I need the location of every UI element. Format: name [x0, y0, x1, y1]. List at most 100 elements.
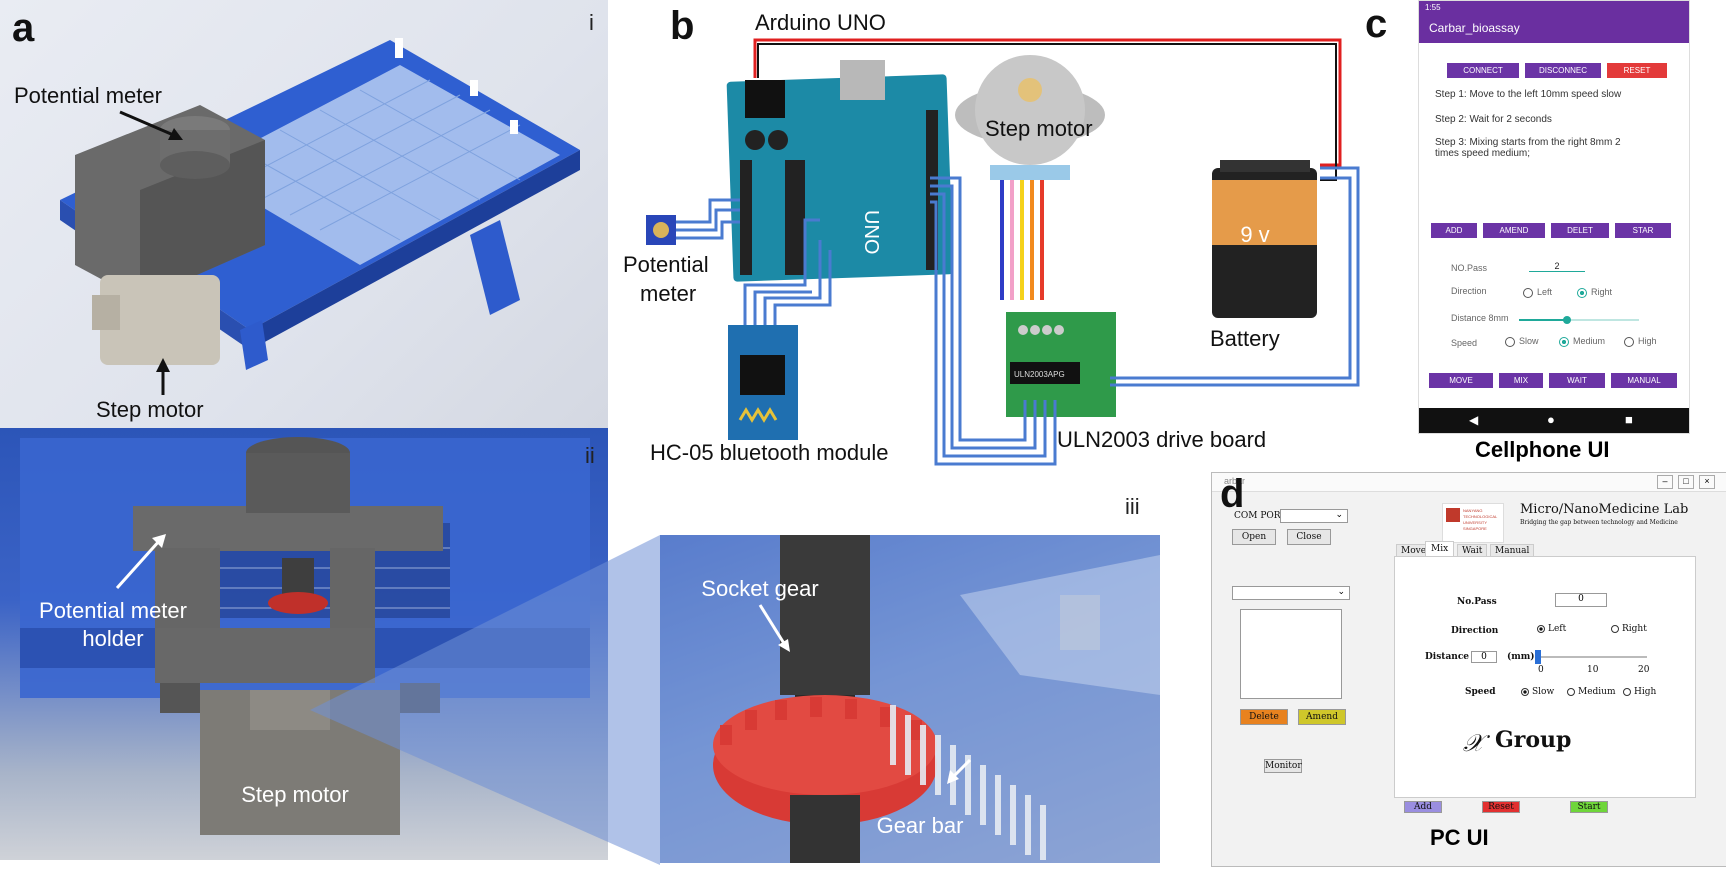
radio-selected-icon	[1537, 624, 1545, 633]
subpanel-label-i: i	[589, 10, 594, 35]
label-arduino-uno: Arduino UNO	[755, 10, 886, 35]
distance-slider[interactable]	[1519, 316, 1639, 324]
label-uln2003-board: ULN2003 drive board	[1057, 427, 1267, 452]
lab-subtitle: Bridging the gap between technology and …	[1520, 519, 1678, 526]
lab-title: Micro/NanoMedicine Lab	[1520, 502, 1689, 517]
step-item-1[interactable]: Step 1: Move to the left 10mm speed slow	[1435, 89, 1622, 100]
add-button[interactable]: ADD	[1431, 223, 1477, 238]
direction-right-radio[interactable]: Right	[1577, 287, 1612, 298]
subpanel-label-iii: iii	[1125, 494, 1140, 519]
wait-button[interactable]: WAIT	[1549, 373, 1605, 388]
distance-label: Distance 8mm	[1451, 313, 1509, 323]
radio-icon	[1611, 624, 1619, 633]
back-icon[interactable]: ◀	[1469, 413, 1479, 427]
window-titlebar: arbar – □ ×	[1212, 473, 1726, 492]
direction-left-radio[interactable]: Left	[1523, 287, 1552, 298]
home-icon[interactable]: ●	[1547, 412, 1555, 427]
svg-text:UNO: UNO	[860, 210, 882, 254]
tab-mix[interactable]: Mix	[1425, 541, 1455, 556]
open-button[interactable]: Open	[1232, 529, 1276, 545]
label-potential-meter: Potential meter	[14, 83, 162, 108]
label-battery-voltage: 9 v	[1240, 222, 1270, 247]
speed-label: Speed	[1465, 687, 1496, 697]
speed-high-radio[interactable]: High	[1624, 336, 1657, 347]
slider-tick-0: 0	[1538, 665, 1544, 675]
step-item-2[interactable]: Step 2: Wait for 2 seconds	[1435, 114, 1552, 125]
recents-icon[interactable]: ■	[1625, 412, 1633, 427]
manual-button[interactable]: MANUAL	[1611, 373, 1677, 388]
panel-label-a: a	[12, 6, 35, 50]
label-step-motor-top: Step motor	[96, 397, 204, 422]
zoom-wedge	[310, 535, 660, 865]
amend-button[interactable]: Amend	[1298, 709, 1346, 725]
reset-button[interactable]: RESET	[1607, 63, 1667, 78]
speed-slow-radio[interactable]: Slow	[1505, 336, 1539, 347]
label-hc05-module: HC-05 bluetooth module	[650, 440, 889, 465]
reset-button[interactable]: Reset	[1482, 801, 1520, 813]
label-holder-line1: Potential meter	[39, 598, 187, 623]
distance-slider-thumb[interactable]	[1535, 650, 1541, 664]
step-list[interactable]	[1240, 609, 1342, 699]
maximize-icon[interactable]: □	[1678, 475, 1694, 489]
no-pass-input[interactable]: 0	[1555, 593, 1607, 607]
amend-button[interactable]: AMEND	[1483, 223, 1545, 238]
cellphone-screen: 1:55 Carbar_bioassay CONNECT DISCONNEC R…	[1418, 0, 1690, 434]
com-port-select[interactable]: ⌄	[1280, 509, 1348, 523]
com-port-label: COM PORT	[1234, 511, 1287, 521]
label-holder-line2: holder	[82, 626, 144, 651]
distance-label: Distance	[1425, 652, 1470, 662]
distance-input[interactable]: 0	[1471, 651, 1497, 663]
radio-icon	[1523, 287, 1533, 298]
group-label: Group	[1495, 727, 1572, 753]
no-pass-input[interactable]: 2	[1529, 261, 1585, 272]
label-socket-gear: Socket gear	[701, 576, 819, 601]
label-potential-line1: Potential	[623, 252, 709, 277]
app-bar: 1:55 Carbar_bioassay	[1419, 1, 1689, 43]
panel-label-d: d	[1220, 472, 1245, 516]
tab-wait[interactable]: Wait	[1457, 544, 1488, 558]
circuit-diagram: UNO ULN2003APG	[646, 38, 1360, 466]
slider-tick-10: 10	[1587, 665, 1599, 675]
no-pass-label: NO.Pass	[1451, 263, 1488, 273]
svg-text:ULN2003APG: ULN2003APG	[1014, 370, 1065, 379]
speed-medium-radio[interactable]: Medium	[1559, 336, 1605, 347]
disconnect-button[interactable]: DISCONNEC	[1525, 63, 1601, 78]
nav-bar: ◀ ● ■	[1419, 408, 1689, 433]
step-select[interactable]: ⌄	[1232, 586, 1350, 600]
panel-label-c: c	[1365, 2, 1388, 46]
connect-button[interactable]: CONNECT	[1447, 63, 1519, 78]
label-step-motor-circuit: Step motor	[985, 116, 1093, 141]
distance-slider[interactable]	[1535, 650, 1647, 664]
distance-unit: (mm)	[1507, 652, 1535, 662]
speed-medium-radio[interactable]: Medium	[1567, 687, 1616, 697]
add-button[interactable]: Add	[1404, 801, 1442, 813]
distance-slider-thumb[interactable]	[1563, 316, 1571, 324]
start-button[interactable]: STAR	[1615, 223, 1671, 238]
radio-selected-icon	[1559, 336, 1569, 347]
radio-selected-icon	[1577, 287, 1587, 298]
start-button[interactable]: Start	[1570, 801, 1608, 813]
delete-button[interactable]: Delete	[1240, 709, 1288, 725]
speed-high-radio[interactable]: High	[1623, 687, 1656, 697]
direction-left-radio[interactable]: Left	[1537, 624, 1566, 634]
minimize-icon[interactable]: –	[1657, 475, 1673, 489]
group-signature-icon: 𝒳	[1463, 729, 1484, 757]
monitor-button[interactable]: Monitor	[1264, 759, 1302, 773]
mix-button[interactable]: MIX	[1499, 373, 1543, 388]
step-item-3[interactable]: Step 3: Mixing starts from the right 8mm…	[1435, 137, 1621, 148]
close-icon[interactable]: ×	[1699, 475, 1715, 489]
pc-ui-caption: PC UI	[1430, 825, 1489, 850]
close-button[interactable]: Close	[1287, 529, 1331, 545]
step-item-3-cont: times speed medium;	[1435, 148, 1531, 159]
speed-slow-radio[interactable]: Slow	[1521, 687, 1554, 697]
delete-button[interactable]: DELET	[1551, 223, 1609, 238]
radio-icon	[1623, 687, 1631, 696]
direction-label: Direction	[1451, 626, 1499, 636]
label-step-motor-bottom: Step motor	[241, 782, 349, 807]
panel-a-i-render	[0, 0, 608, 428]
label-battery: Battery	[1210, 326, 1280, 351]
direction-right-radio[interactable]: Right	[1611, 624, 1647, 634]
no-pass-label: No.Pass	[1457, 597, 1497, 607]
move-button[interactable]: MOVE	[1429, 373, 1493, 388]
arduino-board: UNO	[726, 60, 954, 282]
